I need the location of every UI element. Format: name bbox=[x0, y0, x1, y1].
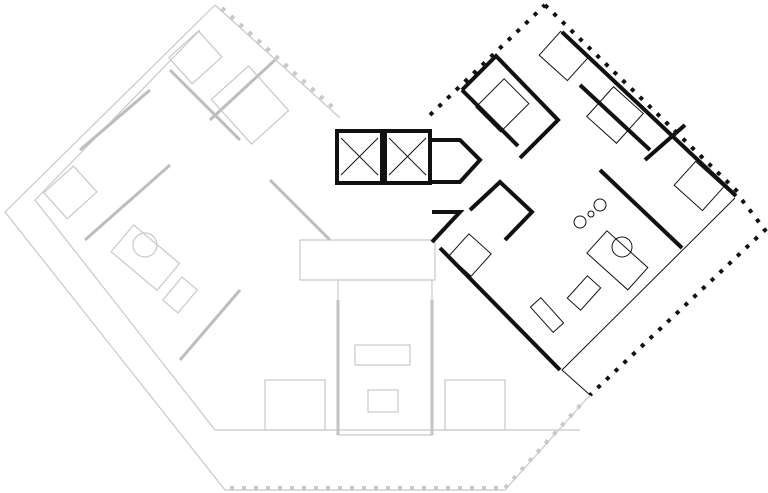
left-stair bbox=[210, 65, 290, 145]
south-dining bbox=[367, 389, 399, 413]
core-shaft-southeast bbox=[430, 210, 465, 244]
bed-north bbox=[538, 30, 590, 82]
left-bed-2 bbox=[42, 165, 98, 220]
southwest-wall bbox=[438, 246, 562, 372]
armchair-1 bbox=[593, 198, 607, 212]
balcony-edge bbox=[561, 197, 736, 396]
left-wing-outline bbox=[214, 4, 341, 119]
east-facade-dots bbox=[543, 3, 744, 198]
left-wing-facade-dots bbox=[220, 6, 340, 114]
bed-east bbox=[673, 160, 725, 212]
left-wing-west-outline bbox=[4, 4, 591, 491]
kitchen-island bbox=[529, 296, 565, 334]
highlighted-apartment bbox=[428, 3, 768, 397]
left-wall-1 bbox=[168, 68, 242, 142]
southeast-facade-dots bbox=[503, 398, 587, 490]
bath-se bbox=[444, 379, 506, 431]
south-sofa bbox=[354, 344, 411, 366]
stair-treads bbox=[475, 78, 530, 133]
side-table bbox=[587, 210, 595, 218]
context-building bbox=[4, 4, 591, 491]
left-dining bbox=[161, 276, 199, 314]
left-wall-2 bbox=[79, 88, 151, 152]
elevator-2-cross-b bbox=[388, 137, 427, 176]
armchair-2 bbox=[573, 215, 587, 229]
left-wall-4 bbox=[208, 58, 277, 122]
south-central-room bbox=[337, 279, 433, 436]
elevator-1-cross-b bbox=[340, 137, 379, 176]
left-bed-1 bbox=[167, 30, 223, 85]
north-stair-wall bbox=[460, 53, 561, 160]
sofa bbox=[586, 230, 649, 291]
elevator-2 bbox=[383, 129, 432, 185]
north-facade-dots bbox=[428, 3, 547, 117]
building-core bbox=[335, 129, 483, 244]
core-shaft-east bbox=[432, 138, 483, 184]
left-wall-3 bbox=[84, 163, 171, 242]
left-sofa bbox=[110, 224, 181, 292]
bathroom-2 bbox=[448, 233, 492, 277]
bedroom-partition bbox=[578, 83, 652, 152]
bath-block-wall bbox=[468, 179, 535, 242]
coffee-table bbox=[611, 236, 633, 258]
bathroom-1 bbox=[586, 86, 644, 144]
left-wall-5 bbox=[178, 289, 242, 361]
dining-table bbox=[566, 275, 602, 311]
bath-sw bbox=[264, 379, 326, 431]
left-wall-6 bbox=[268, 178, 332, 242]
elevator-1 bbox=[335, 129, 384, 185]
inner-left-outline bbox=[34, 29, 580, 431]
left-table bbox=[132, 232, 158, 258]
closet-wall bbox=[643, 123, 687, 162]
living-partition bbox=[598, 168, 684, 250]
stair-inner-wall bbox=[460, 88, 520, 148]
core-corridor bbox=[299, 239, 436, 281]
southeast-facade-dots bbox=[588, 198, 768, 397]
east-exterior-wall bbox=[560, 30, 738, 198]
